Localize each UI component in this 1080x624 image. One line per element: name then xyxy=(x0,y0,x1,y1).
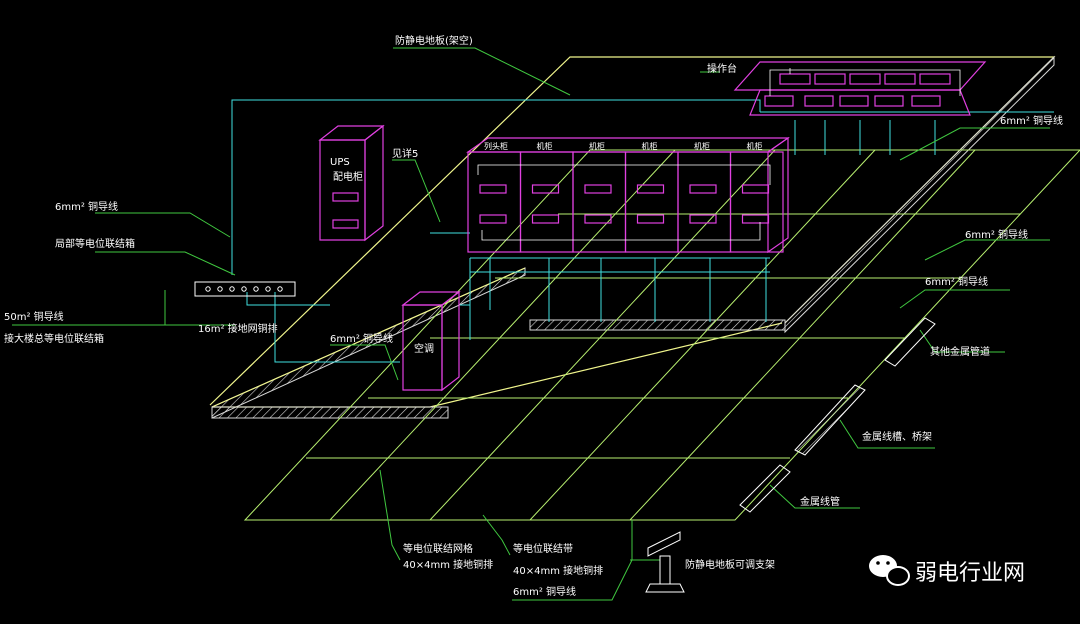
cabinet-internal-wiring xyxy=(477,164,771,185)
cabinet-5 xyxy=(677,151,732,253)
see-detail-label: 见详5 xyxy=(392,147,418,160)
cabinet-breaker xyxy=(584,214,612,224)
cabinet-row xyxy=(466,136,790,254)
equipotential-grid xyxy=(243,149,1080,521)
main-bar-label: 接大楼总等电位联结箱 xyxy=(4,332,104,345)
metal-cable-tray xyxy=(794,384,866,456)
wire-50mm-label: 50m² 铜导线 xyxy=(4,310,64,323)
cabinet-breaker xyxy=(531,214,560,224)
cabinet-panel xyxy=(531,184,560,194)
cabinet-internal-wiring-lower xyxy=(481,222,761,241)
ups-cabinet xyxy=(318,124,385,242)
console-wiring xyxy=(769,68,961,96)
cabinet-breaker xyxy=(741,214,770,224)
wire-6mm-right3-label: 6mm² 铜导线 xyxy=(925,275,988,288)
cabinet-panel xyxy=(636,184,665,194)
local-equipotential-bar xyxy=(194,281,296,297)
cabinet-4 xyxy=(624,151,679,253)
cabinet-breaker xyxy=(689,214,717,224)
ups-cn-label: 配电柜 xyxy=(333,170,363,183)
grid-16mm-label: 16m² 接地网铜排 xyxy=(198,322,278,335)
cabinet-label: 机柜 xyxy=(537,141,553,151)
cabinet-panel xyxy=(741,184,770,194)
cabinet-panel xyxy=(584,184,612,194)
watermark: 弱电行业网 xyxy=(869,555,1025,586)
local-bar-label: 局部等电位联结箱 xyxy=(55,237,135,250)
other-metal-pipe xyxy=(884,317,936,367)
cabinet-label: 机柜 xyxy=(589,141,605,151)
other-pipe-label: 其他金属管道 xyxy=(930,345,990,358)
cabinet-label: 机柜 xyxy=(694,141,710,151)
cable-tray-label: 金属线槽、桥架 xyxy=(862,430,932,443)
cabinet-breaker xyxy=(479,214,507,224)
ac-label: 空调 xyxy=(414,342,434,355)
watermark-text: 弱电行业网 xyxy=(915,561,1025,586)
adjustable-support xyxy=(645,531,685,593)
air-conditioner xyxy=(401,290,461,392)
cabinet-panel xyxy=(479,184,507,194)
cabinet-1 xyxy=(467,151,522,253)
cabinet-2 xyxy=(519,151,574,253)
mesh-size-label: 40×4mm 接地铜排 xyxy=(403,558,493,571)
metal-cable-duct xyxy=(739,464,791,513)
ups-label: UPS xyxy=(330,157,350,168)
wire-6mm-bottom-label: 6mm² 铜导线 xyxy=(513,585,576,598)
raised-floor xyxy=(209,55,1056,419)
grid-mesh-label: 等电位联结网格 xyxy=(403,542,473,555)
cabinet-label: 机柜 xyxy=(747,141,763,151)
cabinet-breaker xyxy=(636,214,665,224)
cabinet-panel xyxy=(689,184,717,194)
cabinet-6 xyxy=(729,151,784,253)
wechat-icon xyxy=(869,555,910,586)
cable-duct-label: 金属线管 xyxy=(800,495,840,508)
wire-6mm-ac-label: 6mm² 铜导线 xyxy=(330,332,393,345)
wire-6mm-right1-label: 6mm² 铜导线 xyxy=(1000,114,1063,127)
cabinet-label: 列头柜 xyxy=(484,141,508,151)
operating-console xyxy=(733,61,987,116)
strip-size-label: 40×4mm 接地铜排 xyxy=(513,564,603,577)
console-label: 操作台 xyxy=(707,62,737,75)
floor-label: 防静电地板(架空) xyxy=(395,34,473,47)
wire-6mm-left-label: 6mm² 铜导线 xyxy=(55,200,118,213)
cabinet-3 xyxy=(572,151,627,253)
wire-6mm-right2-label: 6mm² 铜导线 xyxy=(965,228,1028,241)
callout-labels: 防静电地板(架空) 操作台 见详5 6mm² 铜导线 局部等电位联结箱 50m²… xyxy=(4,34,1063,598)
leader-lines xyxy=(12,47,1050,601)
cabinet-label: 机柜 xyxy=(642,141,658,151)
equip-strip-label: 等电位联结带 xyxy=(513,542,573,555)
adjustable-support-label: 防静电地板可调支架 xyxy=(685,558,775,571)
grounding-wires xyxy=(231,99,1054,363)
